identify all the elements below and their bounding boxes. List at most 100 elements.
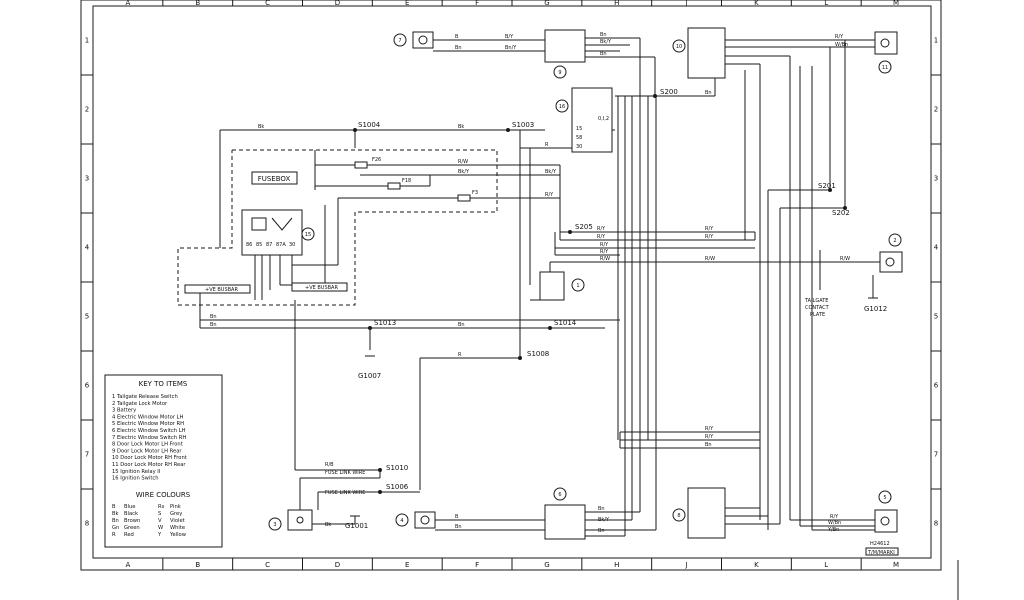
grid-col-label-top: H xyxy=(614,0,619,7)
grid-col-label-top: G xyxy=(544,0,549,7)
wire-colour-entry: Bn xyxy=(112,518,119,524)
grid-col-label-bottom: M xyxy=(893,561,899,569)
wire-colours-title: WIRE COLOURS xyxy=(136,491,191,499)
key-item: 8 Door Lock Motor LH Front xyxy=(112,442,183,448)
component-3-number: 3 xyxy=(273,522,276,528)
key-item: 6 Electric Window Switch LH xyxy=(112,428,186,434)
key-item: 7 Electric Window Switch RH xyxy=(112,435,186,441)
component-11-number: 11 xyxy=(882,65,888,71)
grid-col-label-bottom: D xyxy=(335,561,340,569)
wire-label: R/W xyxy=(458,159,468,165)
wire-label: Bn xyxy=(598,528,605,534)
wire-colour-entry: Brown xyxy=(124,518,140,524)
key-item: 15 Ignition Relay II xyxy=(112,469,161,475)
wire-colour-entry: White xyxy=(170,525,185,531)
relay-pin-87a: 87A xyxy=(276,242,286,248)
wire-label: Bk xyxy=(325,522,331,528)
wire-label: R/Y xyxy=(705,426,714,432)
tailgate-plate-line1: TAILGATE xyxy=(804,298,828,304)
wire-colour-entry: Y xyxy=(157,532,162,538)
fuse-link-wire-1: FUSE LINK WIRE xyxy=(325,470,365,476)
wire-label: R/B xyxy=(325,462,334,468)
fusebox-label: FUSEBOX xyxy=(258,175,291,183)
grid-row-label-left: 1 xyxy=(85,37,89,45)
wire-label: B xyxy=(455,514,459,520)
grid-row-label-left: 8 xyxy=(85,520,89,528)
wire-label: Bn xyxy=(600,51,607,57)
wire-label: Bn xyxy=(210,314,217,320)
grid-col-label-top: C xyxy=(265,0,270,7)
component-1-number: 1 xyxy=(576,283,579,289)
grid-col-label-bottom: A xyxy=(126,561,131,569)
wire-colour-entry: S xyxy=(158,511,161,517)
splice-s1003: S1003 xyxy=(512,121,534,129)
splice-s205: S205 xyxy=(575,223,593,231)
grid-row-label-left: 3 xyxy=(85,175,89,183)
wire-label: R/Y xyxy=(705,434,714,440)
component-5-callout xyxy=(393,33,407,47)
relay-pin-86: 86 xyxy=(246,242,252,248)
splice-s1013: S1013 xyxy=(374,319,396,327)
grid-row-label-left: 4 xyxy=(85,244,90,252)
wire-label: Bk/Y xyxy=(545,169,557,175)
wire-colour-entry: Gn xyxy=(112,525,119,531)
wire-label: Y/Bn xyxy=(827,527,839,533)
grid-col-label-top: J xyxy=(685,0,688,7)
grid-col-label-bottom: B xyxy=(195,561,200,569)
fuse-f26: F26 xyxy=(354,157,381,169)
wire-label: B/Y xyxy=(505,34,514,40)
wire-label: Bn xyxy=(598,506,605,512)
component-5-number: 7 xyxy=(398,38,401,44)
tailgate-release-switch xyxy=(539,271,565,301)
splice-s1004: S1004 xyxy=(358,121,381,129)
wire-label: R/W xyxy=(600,256,610,262)
wire-colour-entry: B xyxy=(112,504,116,510)
ground-g1012: G1012 xyxy=(864,305,887,313)
component-4-callout xyxy=(395,513,409,527)
wire-label: Bk xyxy=(258,124,264,130)
wire-colour-entry: Grey xyxy=(170,511,182,517)
wire-label: Bn xyxy=(705,90,712,96)
component-7-callout xyxy=(553,65,567,79)
grid-row-label-right: 6 xyxy=(934,382,939,390)
fuse-f18: F18 xyxy=(387,178,411,190)
drawing-ref-2: T/M/MARKI xyxy=(867,550,895,556)
fuse-f26-label: F26 xyxy=(372,157,381,163)
wire-label: Bn/Y xyxy=(505,45,517,51)
relay-pin-30: 30 xyxy=(289,242,295,248)
component-10-number: 10 xyxy=(676,44,682,50)
grid-col-label-bottom: J xyxy=(685,561,688,569)
wire-label: R/Y xyxy=(705,226,714,232)
splice-s202: S202 xyxy=(832,209,850,217)
busbar-b-label: +VE BUSBAR xyxy=(305,285,338,291)
wire-label: Bn xyxy=(210,322,217,328)
key-item: 1 Tailgate Release Switch xyxy=(112,394,178,400)
wire-label: R/Y xyxy=(705,234,714,240)
grid-col-label-top: B xyxy=(195,0,200,7)
grid-col-label-bottom: H xyxy=(614,561,619,569)
component-1-callout xyxy=(571,278,585,292)
key-item: 2 Tailgate Lock Motor xyxy=(112,401,168,407)
key-panel: KEY TO ITEMS 1 Tailgate Release Switch2 … xyxy=(104,374,223,548)
wire-colour-entry: Rs xyxy=(158,504,165,510)
wire-colour-entry: W xyxy=(158,525,163,531)
fusebox-outline xyxy=(177,149,498,306)
drawing-ref-box xyxy=(865,547,899,556)
wire-colour-entry: Bk xyxy=(112,511,119,517)
wire-label: Bk/Y xyxy=(458,169,470,175)
wire-label: R/Y xyxy=(545,192,554,198)
grid-row-label-left: 6 xyxy=(85,382,90,390)
busbar-b xyxy=(291,282,348,292)
grid-row-label-left: 7 xyxy=(85,451,89,459)
wire-label: Bn xyxy=(455,45,462,51)
grounds: G1012 G1007 G1001 xyxy=(345,297,887,530)
component-16-callout xyxy=(555,99,569,113)
splice-s200: S200 xyxy=(660,88,678,96)
wire-colour-entry: V xyxy=(158,518,162,524)
wire-label: R/Y xyxy=(597,226,606,232)
wire-label: R/W xyxy=(840,256,850,262)
splice-s201: S201 xyxy=(818,182,836,190)
grid-col-label-top: L xyxy=(824,0,828,7)
